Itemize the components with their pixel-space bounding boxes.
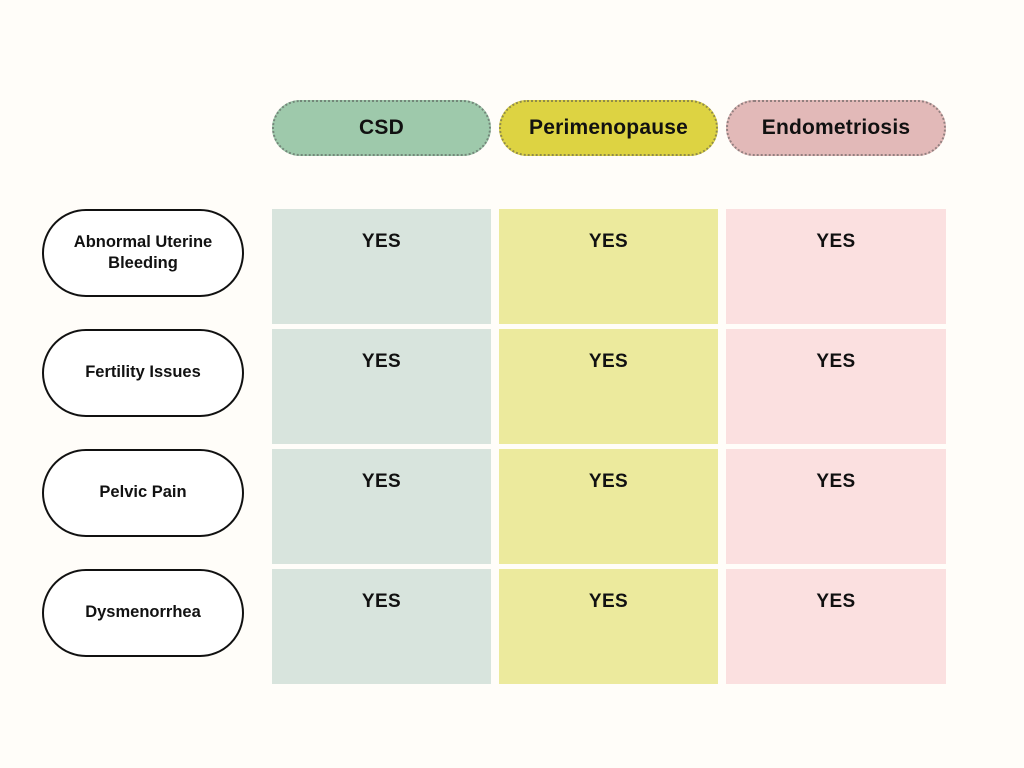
column-header-endometriosis[interactable]: Endometriosis	[726, 100, 946, 156]
cell-r2-c1: YES	[499, 449, 718, 564]
row-label-fertility-issues[interactable]: Fertility Issues	[42, 329, 244, 417]
row-label-pelvic-pain[interactable]: Pelvic Pain	[42, 449, 244, 537]
row-label-dysmenorrhea[interactable]: Dysmenorrhea	[42, 569, 244, 657]
row-label-abnormal-uterine-bleeding[interactable]: Abnormal Uterine Bleeding	[42, 209, 244, 297]
cell-r0-c2: YES	[726, 209, 946, 324]
cell-r3-c2: YES	[726, 569, 946, 684]
cell-r3-c0: YES	[272, 569, 491, 684]
cell-r1-c1: YES	[499, 329, 718, 444]
row-label-column: Abnormal Uterine Bleeding Fertility Issu…	[42, 209, 244, 657]
cell-r3-c1: YES	[499, 569, 718, 684]
cell-r1-c2: YES	[726, 329, 946, 444]
column-header-perimenopause[interactable]: Perimenopause	[499, 100, 718, 156]
cell-r2-c0: YES	[272, 449, 491, 564]
matrix-grid: YES YES YES YES YES YES YES YES YES YES …	[272, 209, 946, 684]
cell-r2-c2: YES	[726, 449, 946, 564]
cell-r0-c0: YES	[272, 209, 491, 324]
column-header-csd[interactable]: CSD	[272, 100, 491, 156]
column-header-row: CSD Perimenopause Endometriosis	[272, 100, 946, 156]
cell-r0-c1: YES	[499, 209, 718, 324]
cell-r1-c0: YES	[272, 329, 491, 444]
